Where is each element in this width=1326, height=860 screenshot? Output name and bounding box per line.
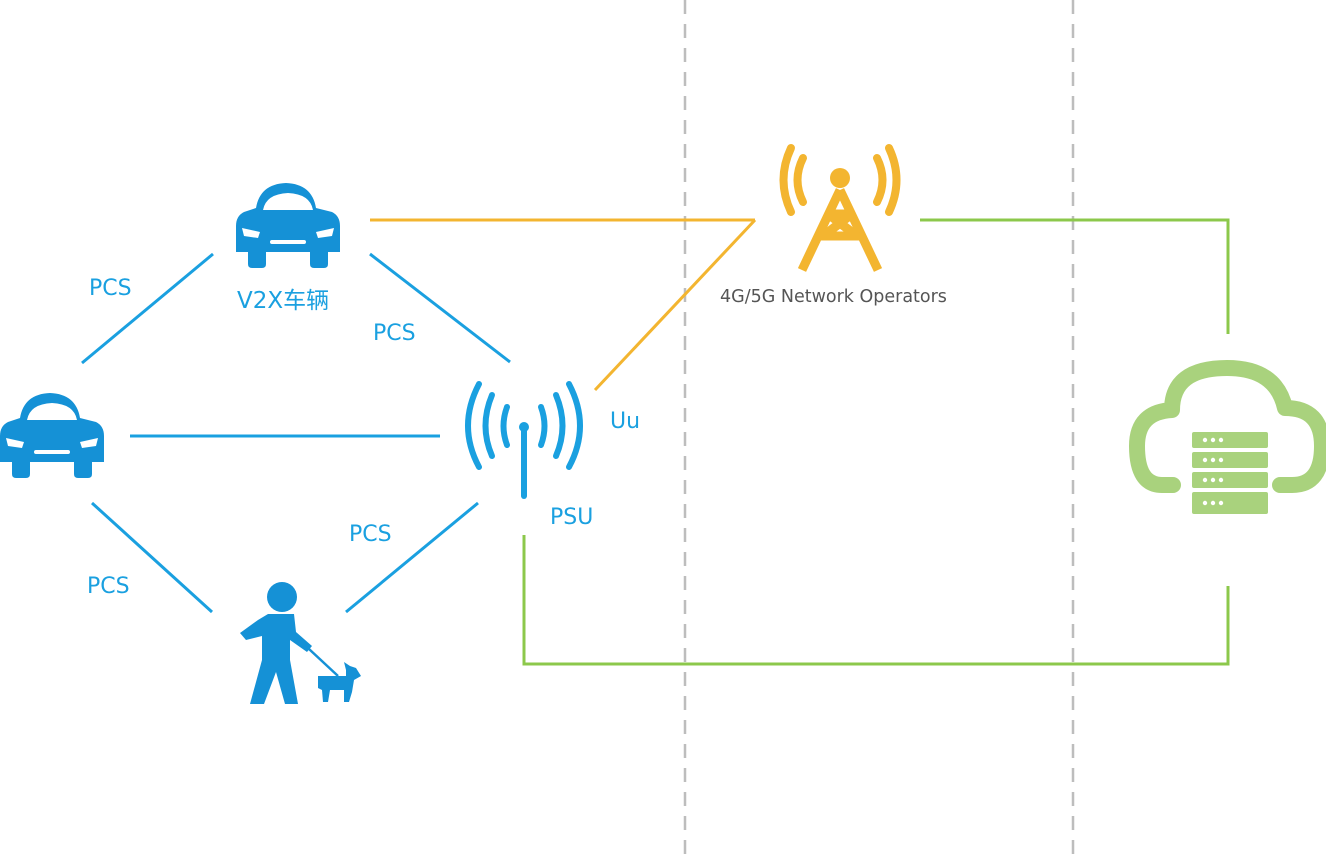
operator-label: 4G/5G Network Operators — [720, 287, 947, 307]
cell-tower-icon — [779, 144, 901, 272]
pcs-label: PCS — [87, 574, 130, 599]
pcs-link — [81, 252, 214, 365]
cloud-server-icon — [1129, 360, 1326, 514]
pedestrian-with-dog-icon — [240, 582, 361, 704]
uu-link — [593, 218, 757, 392]
backhaul-link — [920, 218, 1230, 334]
pcs-link — [345, 501, 479, 614]
antenna-icon — [465, 381, 583, 499]
backhaul-link — [522, 535, 1230, 666]
pcs-label: PCS — [89, 276, 132, 301]
psu-label: PSU — [550, 505, 593, 530]
pcs-label: PCS — [373, 321, 416, 346]
pcs-link — [369, 252, 511, 364]
v2x-vehicle-label: V2X车辆 — [237, 288, 329, 314]
car-icon — [0, 393, 104, 478]
pcs-link — [90, 501, 214, 614]
car-icon — [236, 183, 340, 268]
pcs-label: PCS — [349, 522, 392, 547]
uu-label: Uu — [610, 409, 640, 434]
